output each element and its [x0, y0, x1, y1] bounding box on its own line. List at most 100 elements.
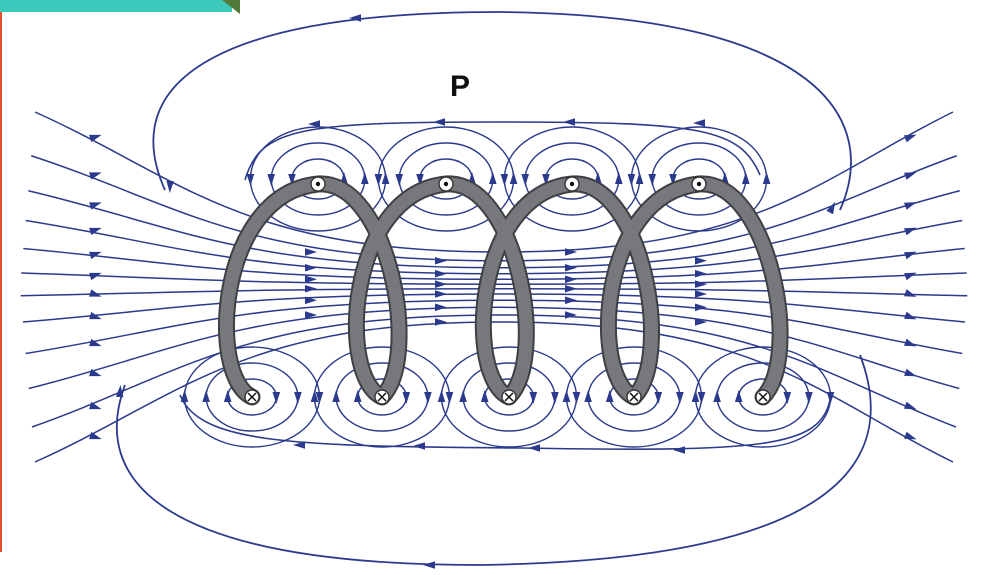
top-wire-3-loop-arrow-1	[542, 174, 550, 186]
top-wire-4-loop-arrow-r-3	[762, 172, 771, 184]
top-wire-2-loop-arrow-1	[416, 174, 424, 186]
bottom-wire-1-loop-arrow-r-1	[272, 392, 281, 404]
top-wire-1-loop-arrow-r-2	[361, 172, 369, 184]
bottom-wire-2-loop-arrow-1	[353, 390, 362, 402]
bottom-wire-2-loop-arrow-2	[332, 390, 340, 402]
lower-return-line	[179, 394, 831, 450]
bottom-wire-3-loop-arrow-3	[437, 390, 446, 402]
top-wire-2-loop-arrow-r-3	[509, 172, 518, 184]
current-out-marker	[310, 176, 326, 192]
axial-arrow-8-2	[565, 296, 577, 305]
bottom-wire-4-loop-arrow-1	[605, 390, 614, 402]
top-wire-3-loop-arrow-r-3	[635, 172, 644, 184]
axial-field-line-11	[34, 321, 954, 463]
current-out-marker	[564, 176, 580, 192]
outer-top-loop	[152, 11, 852, 211]
axial-arrow-right-8	[904, 338, 917, 347]
marker-cross-b	[504, 392, 514, 402]
axial-arrow-right-7	[904, 311, 917, 320]
current-in-marker	[501, 389, 517, 405]
top-wire-4-loop-arrow-1	[669, 174, 677, 186]
axial-arrow-5-1	[435, 280, 447, 288]
marker-cross-b	[377, 392, 387, 402]
marker-cross-b	[247, 392, 257, 402]
top-wire-3-loop-arrow-r-2	[615, 172, 623, 184]
axial-field-line-4	[23, 247, 965, 281]
axial-arrow-left-8	[89, 338, 102, 347]
axial-arrow-6-0	[305, 285, 317, 293]
bottom-wire-1-loop-arrow-1	[223, 390, 232, 402]
axial-arrow-9-3	[695, 303, 707, 312]
marker-dot	[569, 181, 575, 187]
current-in-marker	[755, 389, 771, 405]
bottom-wire-4-loop-arrow-r-1	[654, 392, 663, 404]
bottom-wire-4-loop-arrow-r-2	[676, 392, 684, 404]
axial-arrow-right-1	[904, 172, 917, 180]
top-wire-1-loop-arrow-r-3	[381, 172, 390, 184]
header-color-band	[0, 0, 232, 12]
outer-bottom-loop	[116, 354, 872, 566]
outer-top-arrow	[349, 14, 361, 22]
current-out-marker	[691, 176, 707, 192]
bottom-wire-3-loop-arrow-r-3	[572, 392, 581, 404]
current-out-marker	[438, 176, 454, 192]
bottom-wire-1-loop-arrow-r-3	[315, 392, 324, 404]
lower-return-arrow-2	[413, 442, 425, 450]
bottom-wire-5-loop-arrow-r-1	[783, 392, 792, 404]
page-left-edge-stripe	[0, 12, 2, 552]
axial-arrow-1-3	[695, 257, 707, 265]
current-markers-group	[244, 176, 771, 405]
bottom-wire-4-loop-arrow-2	[584, 390, 592, 402]
axial-arrow-right-10	[904, 401, 917, 410]
marker-dot	[315, 181, 321, 187]
axial-arrow-left-2	[89, 202, 102, 210]
outer-bottom-arrow-left	[115, 385, 124, 398]
current-in-marker	[374, 389, 390, 405]
axial-arrow-5-3	[695, 280, 707, 288]
axial-arrow-4-2	[565, 275, 577, 284]
axial-arrow-10-2	[565, 311, 577, 319]
axial-arrow-11-3	[695, 318, 707, 326]
upper-return-arrow-3	[308, 120, 320, 128]
axial-arrow-left-4	[89, 251, 102, 260]
lower-return-arrow-0	[673, 446, 685, 454]
axial-arrow-7-1	[435, 290, 447, 298]
axial-arrow-8-0	[305, 296, 317, 305]
top-wire-2-loop-arrow-3	[374, 174, 383, 186]
header-color-band-corner	[222, 0, 240, 14]
bottom-wire-1-loop-arrow-3	[180, 390, 189, 402]
bottom-wire-3-loop-arrow-1	[480, 390, 489, 402]
axial-arrow-3-3	[695, 269, 707, 278]
axial-arrow-right-11	[904, 431, 917, 440]
top-wire-1-loop-arrow-2	[267, 174, 275, 186]
upper-return-arrow-1	[563, 118, 575, 126]
bottom-wire-4-loop-arrow-3	[562, 390, 571, 402]
axial-arrow-3-1	[435, 269, 447, 278]
bottom-wire-2-loop-arrow-3	[310, 390, 319, 402]
axial-arrow-10-0	[305, 311, 317, 319]
upper-return-arrow-2	[433, 118, 445, 126]
field-lines-group	[20, 11, 968, 569]
axial-arrow-left-7	[89, 311, 102, 320]
axial-arrow-left-3	[89, 227, 102, 236]
axial-field-line-3	[25, 219, 963, 275]
axial-arrow-7-3	[695, 290, 707, 298]
marker-cross-b	[629, 392, 639, 402]
axial-arrow-left-9	[89, 368, 102, 377]
axial-arrow-11-1	[435, 318, 447, 326]
axial-arrow-right-2	[904, 202, 917, 210]
point-p-label: P	[450, 70, 471, 103]
axial-arrow-left-6	[89, 289, 102, 297]
bottom-wire-2-loop-arrow-r-1	[402, 392, 411, 404]
top-wire-3-loop-arrow-2	[521, 174, 529, 186]
marker-cross-b	[758, 392, 768, 402]
axial-arrow-right-0	[904, 134, 917, 143]
bottom-wire-5-loop-arrow-r-2	[805, 392, 813, 404]
current-in-marker	[244, 389, 260, 405]
bottom-wire-5-loop-arrow-1	[734, 390, 743, 402]
top-wire-4-loop-arrow-2	[648, 174, 656, 186]
lower-return-arrow-1	[528, 444, 540, 452]
marker-dot	[443, 181, 449, 187]
top-wire-2-loop-arrow-2	[395, 174, 403, 186]
